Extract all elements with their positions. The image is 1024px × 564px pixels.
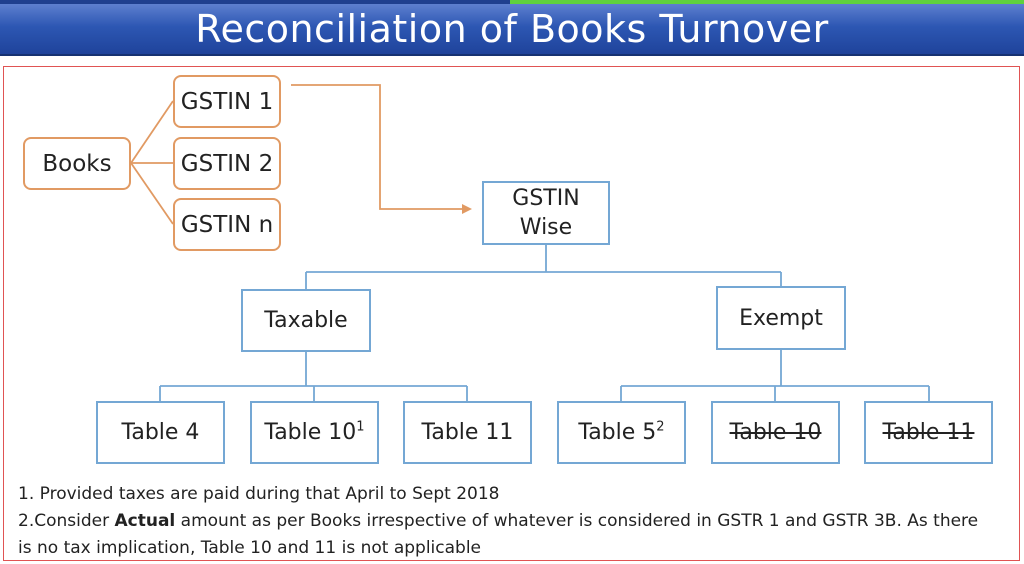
- exempt-node: Exempt: [716, 286, 846, 350]
- taxable-node: Taxable: [241, 289, 371, 352]
- footnote-1: 1. Provided taxes are paid during that A…: [18, 484, 500, 504]
- table-5-node: Table 52: [557, 401, 686, 464]
- content-frame: [3, 66, 1020, 561]
- books-node: Books: [23, 137, 131, 190]
- gstin-wise-node: GSTIN Wise: [482, 181, 610, 245]
- table-11-exempt-label: Table 11: [882, 420, 975, 445]
- footnote-2-line-2: is no tax implication, Table 10 and 11 i…: [18, 538, 482, 558]
- gstin-1-label: GSTIN 1: [180, 88, 274, 115]
- table-5-label: Table 52: [578, 420, 664, 445]
- table-11-exempt-node: Table 11: [864, 401, 993, 464]
- table-10-taxable-label: Table 101: [264, 420, 364, 445]
- table-10-taxable-text: Table 10: [264, 420, 357, 445]
- books-label: Books: [42, 150, 112, 177]
- gstin-2-node: GSTIN 2: [173, 137, 281, 190]
- table-11-taxable-node: Table 11: [403, 401, 532, 464]
- footnote-2-prefix: 2.Consider: [18, 511, 115, 531]
- table-5-text: Table 5: [578, 420, 657, 445]
- footnote-2-marker: 2: [656, 419, 665, 435]
- footnote-2-line-1: 2.Consider Actual amount as per Books ir…: [18, 508, 1008, 535]
- gstin-wise-label: GSTIN Wise: [512, 186, 580, 240]
- table-4-label: Table 4: [121, 420, 200, 445]
- exempt-label: Exempt: [739, 305, 823, 331]
- gstin-n-node: GSTIN n: [173, 198, 281, 251]
- footnote-2-rest: amount as per Books irrespective of what…: [175, 511, 979, 531]
- slide-title: Reconciliation of Books Turnover: [195, 7, 829, 51]
- footnotes: 1. Provided taxes are paid during that A…: [18, 481, 1008, 562]
- gstin-2-label: GSTIN 2: [180, 150, 274, 177]
- table-11-taxable-label: Table 11: [421, 420, 514, 445]
- top-strip-right: [510, 0, 1024, 4]
- table-4-node: Table 4: [96, 401, 225, 464]
- table-10-taxable-node: Table 101: [250, 401, 379, 464]
- footnote-1-marker: 1: [356, 419, 365, 435]
- taxable-label: Taxable: [264, 308, 348, 333]
- table-10-exempt-node: Table 10: [711, 401, 840, 464]
- footnote-2-bold: Actual: [114, 511, 176, 531]
- gstin-1-node: GSTIN 1: [173, 75, 281, 128]
- gstin-n-label: GSTIN n: [180, 211, 274, 238]
- title-bar: Reconciliation of Books Turnover: [0, 4, 1024, 56]
- table-10-exempt-label: Table 10: [729, 420, 822, 445]
- top-strip-left: [0, 0, 510, 4]
